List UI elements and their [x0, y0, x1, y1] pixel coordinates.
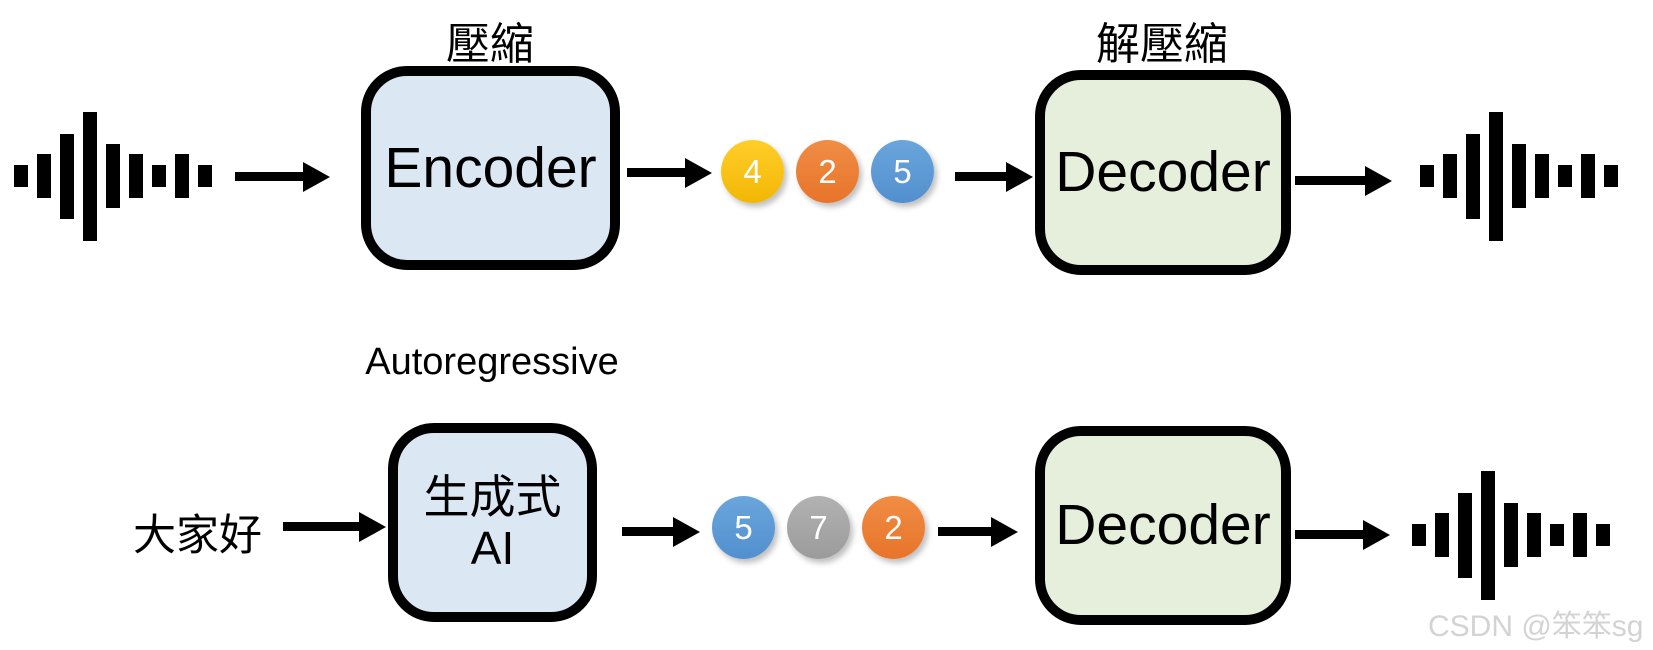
decoder-label: Decoder — [1055, 140, 1271, 205]
encoder-box: Encoder — [361, 66, 620, 270]
audio-waveform-icon — [14, 111, 212, 241]
token-circle: 5 — [871, 140, 934, 203]
arrow-icon — [627, 168, 685, 177]
generative-ai-label-line1: 生成式 — [423, 470, 562, 523]
token-circle: 4 — [721, 140, 784, 203]
generative-ai-box: 生成式 AI — [388, 423, 597, 622]
token-circle: 2 — [862, 496, 925, 559]
arrow-icon — [938, 527, 991, 536]
arrow-icon — [955, 172, 1006, 181]
input-text: 大家好 — [133, 512, 262, 560]
autoregressive-caption: Autoregressive — [365, 341, 619, 383]
audio-waveform-icon — [1420, 111, 1618, 241]
decoder-label: Decoder — [1055, 493, 1271, 558]
token-sequence-bottom: 5 7 2 — [712, 496, 925, 559]
arrow-icon — [235, 172, 303, 181]
arrow-icon — [1295, 530, 1363, 539]
token-circle: 7 — [787, 496, 850, 559]
token-circle: 5 — [712, 496, 775, 559]
arrow-icon — [283, 522, 359, 531]
generative-ai-label-line2: AI — [470, 521, 515, 574]
decompression-caption: 解壓縮 — [1096, 20, 1228, 69]
token-circle: 2 — [796, 140, 859, 203]
arrow-icon — [1295, 176, 1365, 185]
encoder-label: Encoder — [384, 135, 597, 200]
arrow-icon — [622, 527, 673, 536]
decoder-box-bottom: Decoder — [1035, 426, 1291, 625]
compression-caption: 壓縮 — [446, 20, 534, 69]
csdn-watermark: CSDN @笨笨sg — [1428, 610, 1644, 643]
decoder-box-top: Decoder — [1035, 70, 1291, 275]
audio-waveform-icon — [1412, 470, 1610, 600]
token-sequence-top: 4 2 5 — [721, 140, 934, 203]
